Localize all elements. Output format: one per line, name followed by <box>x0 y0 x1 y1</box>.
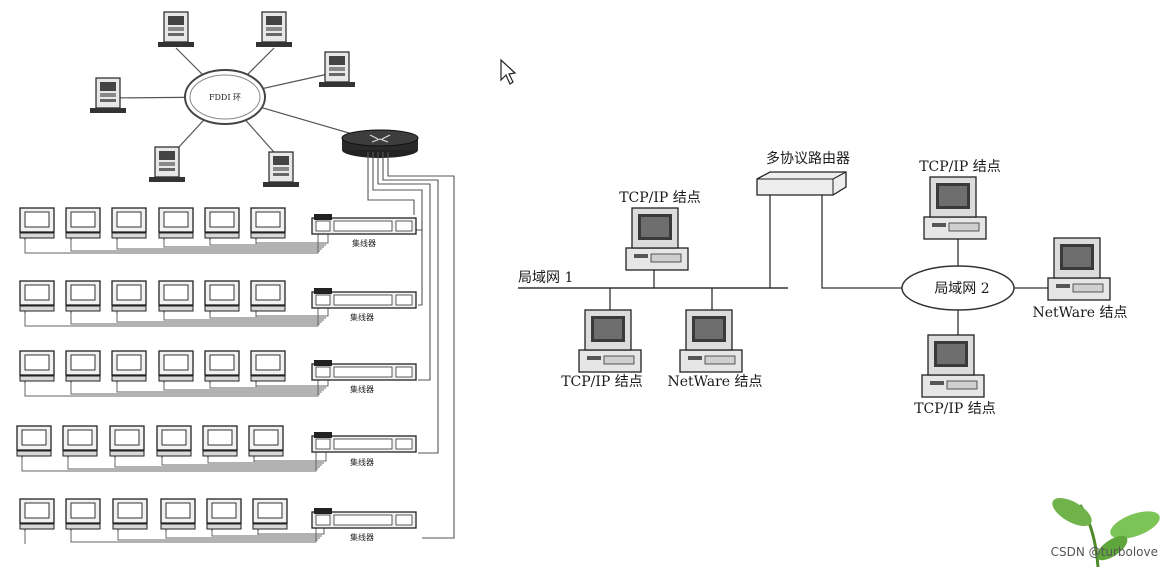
monitor-icon <box>62 425 98 463</box>
row-5: 集线器 <box>19 498 417 544</box>
lan2-ellipse: 局域网 2 <box>901 265 1015 311</box>
monitor-icon <box>250 350 286 388</box>
monitor-icon <box>65 207 101 245</box>
monitor-icon <box>19 498 55 536</box>
row-2: 集线器 <box>19 280 417 327</box>
plant-icon <box>1052 498 1160 567</box>
lan1-label: 局域网 1 <box>518 270 573 286</box>
monitor-icon <box>65 498 101 536</box>
hub-label: 集线器 <box>352 238 376 248</box>
server-icon <box>318 51 356 88</box>
hub-icon <box>311 431 417 453</box>
left-fddi-diagram: FDDI 环 <box>16 11 455 544</box>
cursor-icon <box>500 58 517 85</box>
monitor-icon <box>111 350 147 388</box>
monitor-icon <box>204 350 240 388</box>
monitor-icon <box>111 207 147 245</box>
router-icon <box>341 129 419 158</box>
node-label: TCP/IP 结点 <box>619 190 701 206</box>
monitor-icon <box>160 498 196 536</box>
monitor-icon <box>112 498 148 536</box>
node-label: TCP/IP 结点 <box>914 401 996 417</box>
monitor-icon <box>158 207 194 245</box>
server-icon <box>157 11 195 48</box>
monitor-icon <box>156 425 192 463</box>
server-icon <box>255 11 293 48</box>
monitor-icon <box>250 280 286 318</box>
router-label: 多协议路由器 <box>766 150 850 167</box>
hub-label: 集线器 <box>350 312 374 322</box>
monitor-icon <box>250 207 286 245</box>
desktop-computer-icon <box>578 309 642 373</box>
node-label: TCP/IP 结点 <box>561 374 643 390</box>
monitor-icon <box>111 280 147 318</box>
desktop-computer-icon <box>923 176 987 240</box>
monitor-icon <box>109 425 145 463</box>
desktop-computer-icon <box>1047 237 1111 301</box>
router-icon <box>756 171 847 196</box>
hub-label: 集线器 <box>350 532 374 542</box>
node-label: NetWare 结点 <box>667 374 762 390</box>
server-icon <box>89 77 127 114</box>
server-icon <box>148 146 186 183</box>
watermark: CSDN @turbolove <box>1050 545 1158 559</box>
monitor-icon <box>19 207 55 245</box>
right-multiprotocol-diagram: 局域网 1 多协议路由器 TCP/IP 结点 TCP/IP 结点 NetWare… <box>518 150 1128 417</box>
monitor-icon <box>252 498 288 536</box>
hub-icon <box>311 287 417 309</box>
monitor-icon <box>65 350 101 388</box>
desktop-computer-icon <box>921 334 985 398</box>
hub-icon <box>311 359 417 381</box>
monitor-icon <box>19 350 55 388</box>
monitor-icon <box>19 280 55 318</box>
monitor-icon <box>16 425 52 463</box>
fddi-ring: FDDI 环 <box>184 69 266 125</box>
hub-icon <box>311 507 417 529</box>
fddi-ring-label: FDDI 环 <box>209 93 241 102</box>
server-icon <box>262 151 300 188</box>
desktop-computer-icon <box>625 207 689 271</box>
monitor-icon <box>158 280 194 318</box>
node-label: NetWare 结点 <box>1032 305 1127 321</box>
monitor-icon <box>65 280 101 318</box>
hub-label: 集线器 <box>350 384 374 394</box>
monitor-icon <box>204 207 240 245</box>
row-1: 集线器 <box>19 207 417 254</box>
node-label: TCP/IP 结点 <box>919 159 1001 175</box>
hub-label: 集线器 <box>350 457 374 467</box>
row-3: 集线器 <box>19 350 417 397</box>
monitor-icon <box>206 498 242 536</box>
row-4: 集线器 <box>16 425 417 472</box>
monitor-icon <box>158 350 194 388</box>
monitor-icon <box>202 425 238 463</box>
monitor-icon <box>204 280 240 318</box>
monitor-icon <box>248 425 284 463</box>
hub-icon <box>311 213 417 235</box>
lan2-label: 局域网 2 <box>934 281 989 297</box>
desktop-computer-icon <box>679 309 743 373</box>
